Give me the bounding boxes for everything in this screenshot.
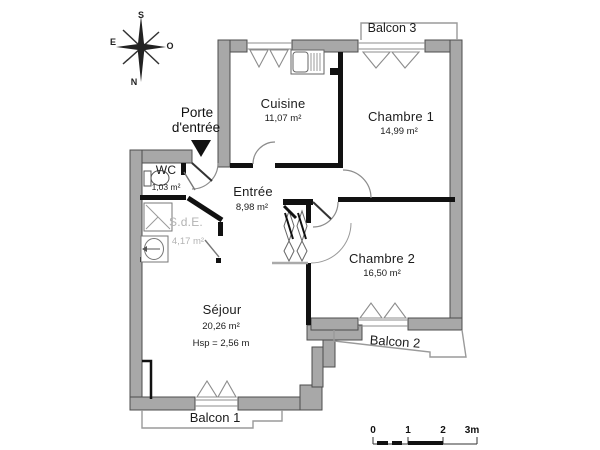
entrance-door-label-line1: Porte xyxy=(180,105,214,120)
room-label-chambre1: Chambre 1 xyxy=(367,109,435,124)
balcony1-label: Balcon 1 xyxy=(189,410,241,425)
window-chambre2 xyxy=(358,302,408,327)
compass-rose-icon xyxy=(116,16,166,82)
balcon3-railing xyxy=(360,22,458,40)
compass-west-label: O xyxy=(166,41,174,51)
washbasin-icon xyxy=(140,235,169,263)
door-cuisine-arc xyxy=(252,141,276,165)
doors xyxy=(183,141,372,264)
room-area-chambre1: 14,99 m² xyxy=(380,126,418,137)
kitchen-sink-icon xyxy=(290,49,325,75)
door-entree-arc xyxy=(191,162,219,190)
partition-walls xyxy=(140,52,455,325)
balcony-railings xyxy=(141,22,467,429)
door-chambre1-arc xyxy=(342,169,372,199)
room-area-chambre2: 16,50 m² xyxy=(363,268,401,279)
scale-bar xyxy=(372,437,478,445)
window-sejour xyxy=(195,379,238,407)
toilet-icon xyxy=(143,170,170,187)
partition-wall-lines xyxy=(142,195,224,399)
compass-east-label: E xyxy=(109,37,117,47)
closet-folding-doors xyxy=(272,204,308,265)
exterior-walls xyxy=(129,39,463,411)
balcon1-railing xyxy=(141,410,283,429)
window-balcon3 xyxy=(358,42,425,69)
scale-tick-1: 1 xyxy=(405,425,411,436)
room-label-entree: Entrée xyxy=(233,184,273,199)
room-area-cuisine: 11,07 m² xyxy=(264,113,302,124)
compass-south-label: S xyxy=(137,10,145,20)
room-area-entree: 8,98 m² xyxy=(235,202,269,213)
door-chambre2-arc xyxy=(310,201,352,264)
room-label-cuisine: Cuisine xyxy=(260,96,306,111)
balcon2-railing xyxy=(333,329,467,358)
room-label-sde: S.d.E. xyxy=(169,215,203,229)
entrance-arrow-icon xyxy=(191,140,211,157)
room-area-sejour: 20,26 m² xyxy=(202,321,240,332)
door-wc-leaf xyxy=(183,171,196,191)
room-label-sejour: Séjour xyxy=(202,302,242,317)
door-sde-leaf xyxy=(204,239,220,258)
scale-tick-0: 0 xyxy=(370,425,376,436)
entrance-door-label-line2: d'entrée xyxy=(171,120,221,135)
window-cuisine xyxy=(247,42,292,69)
room-label-wc: WC xyxy=(155,163,177,177)
room-area-sde: 4,17 m² xyxy=(171,236,205,247)
compass-north-label: N xyxy=(130,77,138,87)
room-area-wc: 1,03 m² xyxy=(151,182,181,192)
ceiling-height-sejour: Hsp = 2,56 m xyxy=(192,338,250,349)
balcony3-label: Balcon 3 xyxy=(367,21,417,35)
scale-tick-3m: 3m xyxy=(464,425,480,436)
windows xyxy=(195,42,425,407)
scale-tick-2: 2 xyxy=(440,425,446,436)
room-label-chambre2: Chambre 2 xyxy=(348,251,416,266)
shower-tray-icon xyxy=(143,202,173,232)
